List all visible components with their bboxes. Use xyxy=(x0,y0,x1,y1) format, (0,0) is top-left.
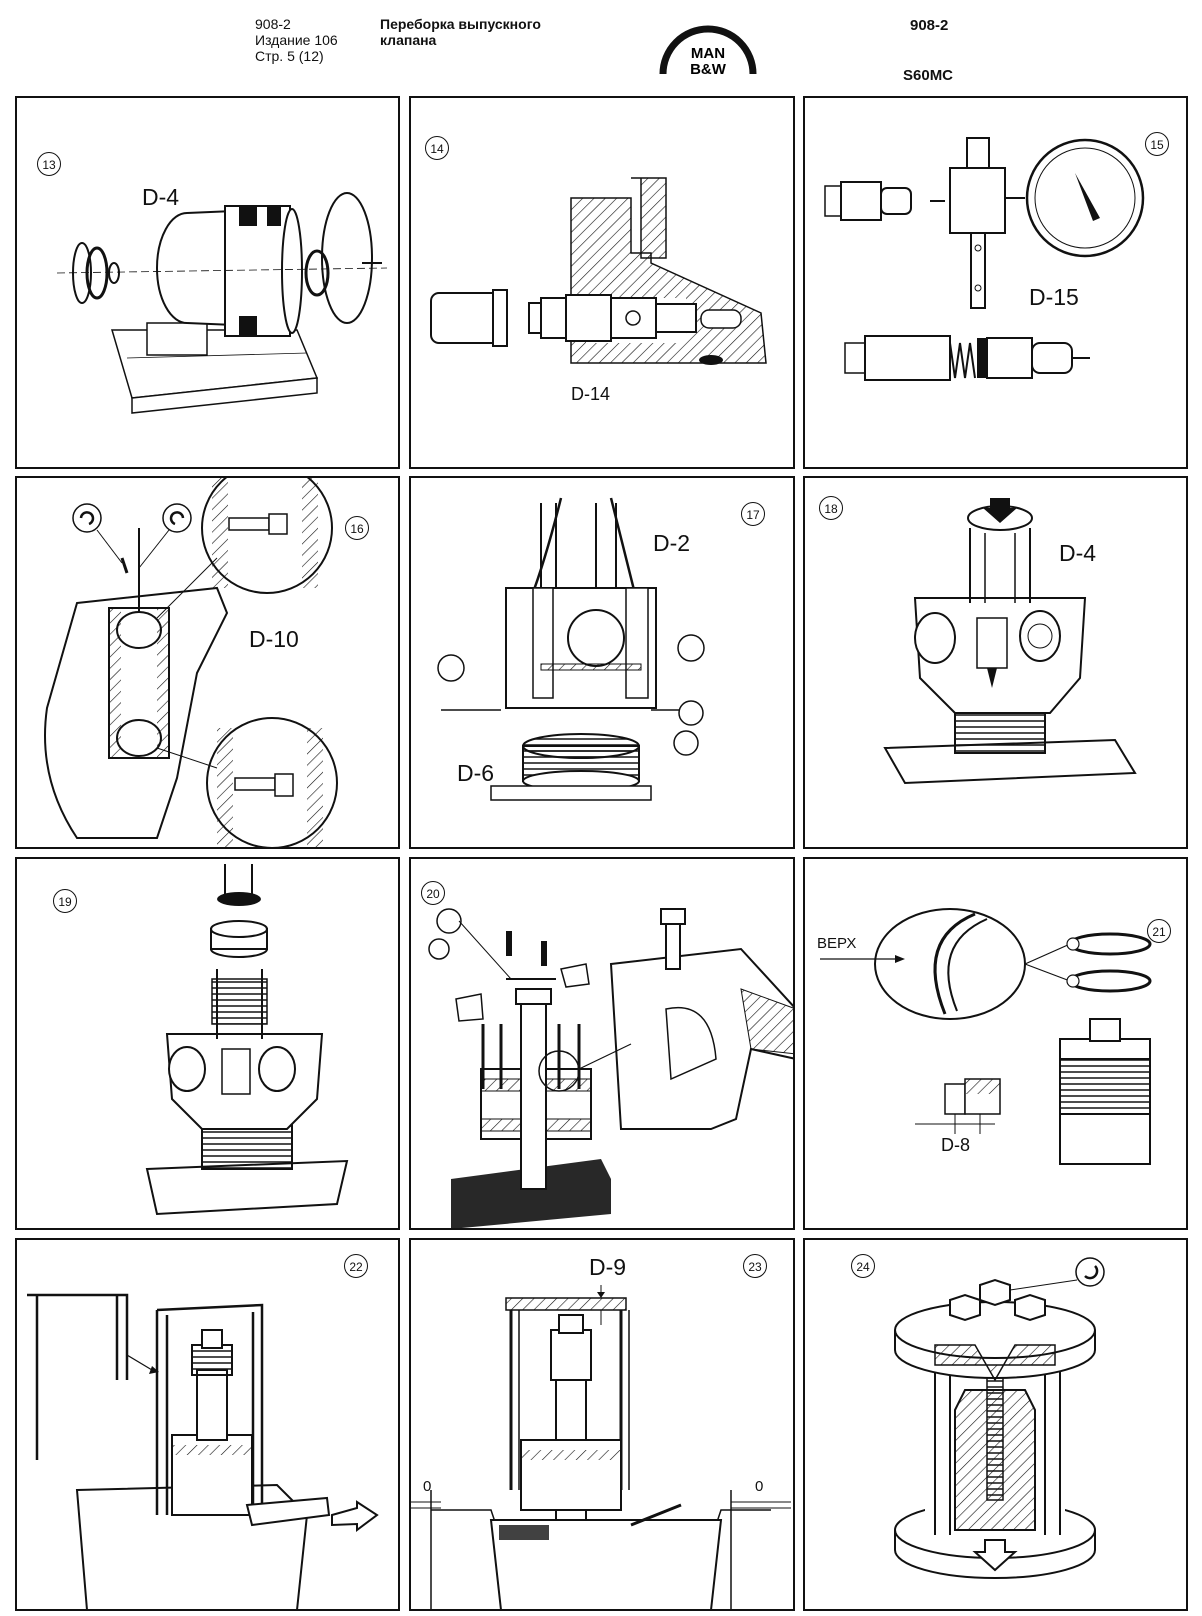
tool-label: D-2 xyxy=(653,530,691,556)
tool-label: D-10 xyxy=(249,626,299,652)
top-label: ВЕРХ xyxy=(817,935,857,952)
step-number: 18 xyxy=(819,496,843,520)
drawing-13 xyxy=(56,192,388,414)
panel-17: 17 D-2 D-6 xyxy=(409,476,795,849)
tool-label: D-4 xyxy=(142,184,180,210)
drawing-15 xyxy=(824,137,1145,381)
panel-15: 15 D-15 xyxy=(803,96,1188,469)
logo-bottom-text: B&W xyxy=(690,61,727,78)
step-number: 15 xyxy=(1145,132,1169,156)
step-number: 23 xyxy=(743,1254,767,1278)
edition: Издание 106 xyxy=(255,32,338,48)
tool-label: D-14 xyxy=(571,384,611,404)
drawing-20 xyxy=(428,908,793,1228)
drawing-21 xyxy=(820,908,1152,1165)
step-number: 13 xyxy=(37,152,61,176)
drawing-19 xyxy=(145,864,349,1216)
step-number: 22 xyxy=(344,1254,368,1278)
drawing-14 xyxy=(430,177,767,365)
tool-label: D-9 xyxy=(589,1254,627,1280)
panel-13: 13 D-4 xyxy=(15,96,400,469)
panel-23: 23 D-9 0 0 xyxy=(409,1238,795,1611)
panel-19: 19 xyxy=(15,857,400,1230)
tool-label: D-8 xyxy=(941,1135,971,1155)
panel-24: 24 xyxy=(803,1238,1188,1611)
tool-label: D-15 xyxy=(1029,284,1079,310)
drawing-17 xyxy=(437,497,705,801)
step-number: 24 xyxy=(851,1254,875,1278)
step-number: 20 xyxy=(421,881,445,905)
zero-mark-left: 0 xyxy=(423,1478,432,1495)
doc-code: 908-2 xyxy=(255,16,291,32)
doc-code-right: 908-2 xyxy=(910,17,949,34)
step-number: 21 xyxy=(1147,919,1171,943)
panel-21: 21 ВЕРХ D-8 xyxy=(803,857,1188,1230)
engine-model: S60MC xyxy=(903,67,954,84)
man-bw-logo: MAN B&W xyxy=(659,25,757,78)
drawing-18 xyxy=(883,498,1137,785)
panel-20: 20 xyxy=(409,857,795,1230)
panel-14: 14 D-14 xyxy=(409,96,795,469)
step-number: 19 xyxy=(53,889,77,913)
step-number: 14 xyxy=(425,136,449,160)
drawing-16 xyxy=(44,478,338,847)
drawing-22 xyxy=(27,1293,379,1609)
step-number: 17 xyxy=(741,502,765,526)
step-number: 16 xyxy=(345,516,369,540)
logo-top-text: MAN xyxy=(691,45,725,62)
zero-mark-right: 0 xyxy=(755,1478,764,1495)
drawing-23 xyxy=(411,1285,791,1609)
panel-22: 22 xyxy=(15,1238,400,1611)
tool-label: D-6 xyxy=(457,760,495,786)
drawing-24 xyxy=(894,1257,1105,1579)
panel-18: 18 D-4 xyxy=(803,476,1188,849)
doc-info: 908-2 Издание 106 Стр. 5 (12) xyxy=(255,16,338,64)
tool-label: D-4 xyxy=(1059,540,1097,566)
page-number: Стр. 5 (12) xyxy=(255,48,324,64)
doc-title: Переборка выпускного клапана xyxy=(380,16,541,48)
panel-16: 16 D-10 xyxy=(15,476,400,849)
